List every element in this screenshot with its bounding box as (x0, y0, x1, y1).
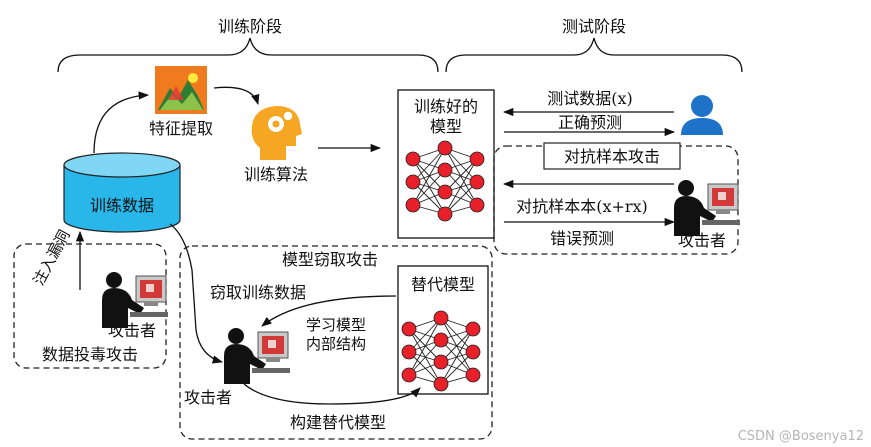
neuron (465, 367, 481, 383)
neuron (437, 162, 453, 178)
neuron (405, 151, 421, 167)
correct-prediction-label: 正确预测 (558, 113, 622, 132)
training-phase-brace: 训练阶段 (57, 17, 439, 73)
wrong-prediction-label: 错误预测 (550, 229, 614, 248)
data-poisoning-label: 数据投毒攻击 (42, 345, 138, 364)
learn-structure-label-1: 学习模型 (306, 316, 366, 334)
testing-phase-brace: 测试阶段 (445, 17, 743, 73)
learn-structure-label-2: 内部结构 (306, 335, 366, 353)
neuron (465, 321, 481, 337)
adversarial-attack-label: 对抗样本攻击 (564, 147, 660, 166)
arrow-feature-to-algorithm (213, 86, 260, 105)
training-data-database: 训练数据 (63, 152, 181, 233)
inject-vulnerability-label: 注入漏洞 (30, 227, 74, 288)
neuron (465, 344, 481, 360)
steal-training-data-label: 窃取训练数据 (210, 283, 306, 302)
neuron (401, 367, 417, 383)
training-algorithm-label: 训练算法 (244, 165, 308, 184)
watermark-text: CSDN @Bosenya12 (738, 429, 864, 444)
test-data-label: 测试数据(x) (547, 89, 633, 108)
feature-extraction-icon (155, 66, 207, 114)
trained-model-label-1: 训练好的 (414, 97, 478, 116)
attacker-label-stealing: 攻击者 (184, 388, 232, 407)
neuron (469, 174, 485, 190)
neuron (401, 344, 417, 360)
neuron (405, 174, 421, 190)
attacker-label-poisoning: 攻击者 (108, 321, 156, 340)
arrow-data-to-feature (93, 91, 150, 154)
neuron (437, 140, 453, 156)
adversarial-sample-label: 对抗样本本(x+rx) (516, 197, 648, 216)
hacker-icon (224, 328, 290, 384)
arrow-learn-structure (261, 295, 397, 327)
hacker-icon (102, 272, 168, 328)
testing-phase-label: 测试阶段 (562, 17, 626, 36)
user-icon (681, 95, 723, 135)
neuron (433, 310, 449, 326)
neuron (469, 151, 485, 167)
arrow-build-surrogate (243, 383, 421, 405)
data-poisoning-region (13, 243, 167, 369)
build-surrogate-label: 构建替代模型 (290, 413, 386, 432)
feature-extraction-label: 特征提取 (149, 119, 213, 138)
neuron (433, 354, 449, 370)
neuron (437, 184, 453, 200)
attacker-label-adversarial: 攻击者 (678, 231, 726, 250)
surrogate-model-label: 替代模型 (411, 275, 475, 294)
neuron (469, 197, 485, 213)
brain-gear-icon (251, 106, 302, 160)
training-data-label: 训练数据 (90, 196, 154, 215)
training-phase-label: 训练阶段 (218, 17, 282, 36)
model-stealing-label: 模型窃取攻击 (282, 250, 378, 269)
neuron (437, 206, 453, 222)
arrow-steal-training-data (169, 223, 224, 364)
trained-neural-network-icon (405, 140, 485, 222)
neuron (433, 332, 449, 348)
trained-model-label-2: 模型 (430, 117, 462, 136)
adversarial-attack-title-box (543, 142, 681, 170)
neuron (433, 376, 449, 392)
surrogate-neural-network-icon (401, 310, 481, 392)
neuron (401, 321, 417, 337)
neuron (405, 197, 421, 213)
hacker-icon (674, 180, 740, 236)
model-stealing-region (179, 245, 493, 440)
